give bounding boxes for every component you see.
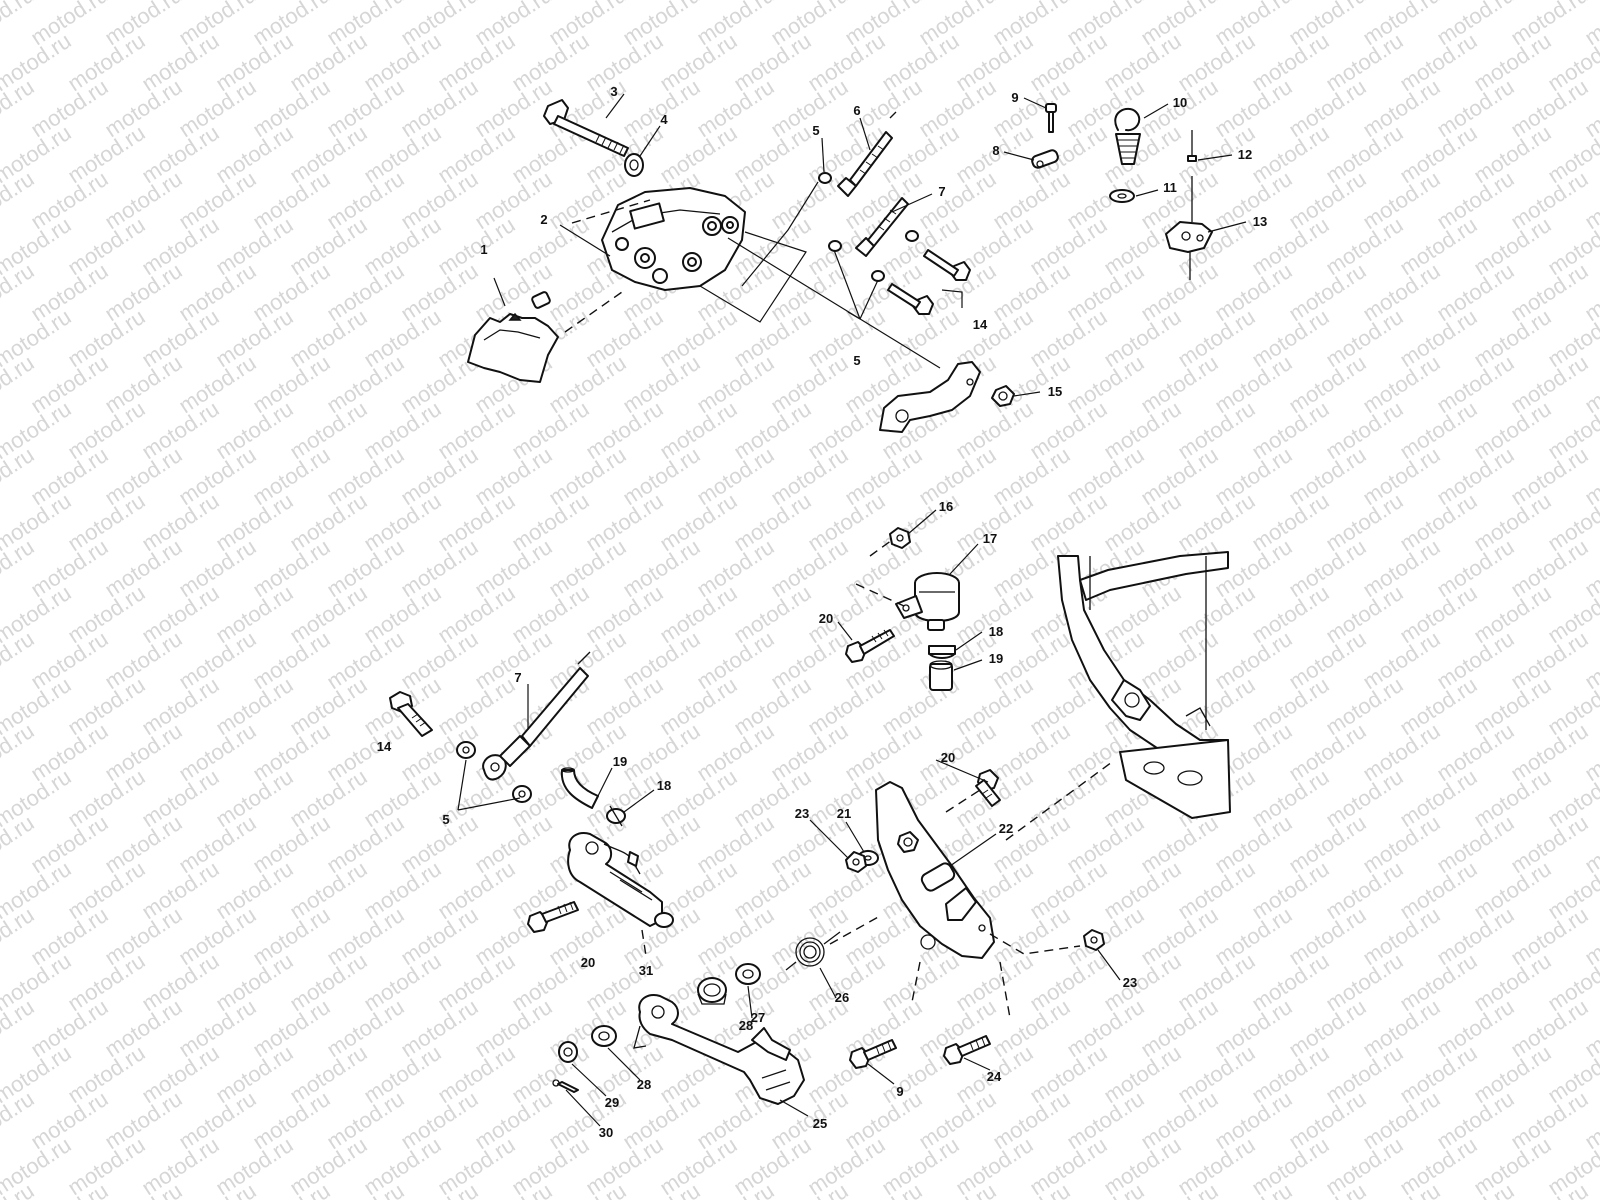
callout-20c: 20 — [581, 955, 595, 970]
callout-5c: 5 — [442, 812, 449, 827]
master-cylinder-31-part — [567, 832, 674, 928]
washer-29-part — [558, 1041, 578, 1063]
top-leader-lines — [493, 181, 963, 369]
callout-8: 8 — [992, 143, 999, 158]
brake-hose-7-bottom-part — [482, 651, 591, 781]
callout-9b: 9 — [896, 1084, 903, 1099]
bolt-24-part — [943, 1035, 991, 1065]
bracket-13-part — [1165, 176, 1213, 280]
bolt-20-right-part — [975, 769, 1001, 807]
callout-6: 6 — [853, 103, 860, 118]
callout-28b: 28 — [637, 1077, 651, 1092]
callout-1: 1 — [480, 242, 487, 257]
callout-14a: 14 — [973, 317, 988, 332]
brake-hose-7-part — [855, 197, 909, 257]
nut-16-part — [889, 527, 911, 549]
pedal-assembly — [389, 527, 1231, 1105]
caliper-bolt-part — [543, 99, 629, 157]
mount-plate-22-part — [875, 781, 995, 959]
callout-16: 16 — [939, 499, 953, 514]
callout-20a: 20 — [819, 611, 833, 626]
washer-4-part — [624, 153, 644, 177]
push-rivet-10-part — [1114, 107, 1141, 165]
callout-27: 27 — [751, 1010, 765, 1025]
banjo-bolt-14-bottom-part — [389, 691, 433, 737]
callout-28a: 28 — [739, 1018, 753, 1033]
pin-12-part — [1187, 130, 1197, 162]
callout-18a: 18 — [989, 624, 1003, 639]
bushing-28-top-part — [697, 977, 727, 1005]
callout-10: 10 — [1173, 95, 1187, 110]
banjo-bolt-14-top-part — [887, 249, 971, 315]
callout-leaders — [527, 93, 1247, 1127]
washers-5-part — [818, 172, 919, 282]
callout-31: 31 — [639, 963, 653, 978]
cotter-pin-30-part — [552, 1079, 579, 1093]
callout-19a: 19 — [989, 651, 1003, 666]
callout-5b: 5 — [853, 353, 860, 368]
washer-11-part — [1109, 189, 1135, 203]
callout-14b: 14 — [377, 739, 392, 754]
callout-9a: 9 — [1011, 90, 1018, 105]
screw-9-top-part — [1045, 103, 1057, 133]
callout-19b: 19 — [613, 754, 627, 769]
callout-13: 13 — [1253, 214, 1267, 229]
caliper-assembly — [467, 99, 1213, 433]
callout-2: 2 — [540, 212, 547, 227]
return-spring-26-part — [785, 931, 841, 971]
clamp-18-top-part — [928, 645, 956, 659]
callout-17: 17 — [983, 531, 997, 546]
brake-pad-part — [467, 291, 559, 383]
nut-23-right-part — [1083, 929, 1105, 951]
callout-7b: 7 — [514, 670, 521, 685]
nut-23-left-part — [845, 851, 867, 873]
bolt-9-bottom-part — [849, 1039, 897, 1069]
clip-8-part — [1031, 149, 1059, 169]
callout-24: 24 — [987, 1069, 1002, 1084]
caliper-body-part — [601, 187, 746, 291]
callout-23b: 23 — [1123, 975, 1137, 990]
callout-5a: 5 — [812, 123, 819, 138]
washer-28-bottom-part — [591, 1025, 617, 1047]
callout-29: 29 — [605, 1095, 619, 1110]
callout-25: 25 — [813, 1116, 827, 1131]
bolt-20-top-part — [845, 629, 895, 663]
callout-15: 15 — [1048, 384, 1062, 399]
callout-26: 26 — [835, 990, 849, 1005]
clamp-18-bottom-part — [606, 805, 626, 827]
callout-11: 11 — [1163, 180, 1177, 195]
mount-nut-15-part — [991, 385, 1015, 407]
hose-19-top-part — [929, 660, 953, 691]
callout-12: 12 — [1238, 147, 1252, 162]
caliper-bracket-part — [879, 361, 981, 433]
callout-18b: 18 — [657, 778, 671, 793]
callout-30: 30 — [599, 1125, 613, 1140]
frame-section-part — [1057, 551, 1231, 819]
callout-labels: 1 2 3 4 5 6 7 5 14 15 9 8 10 11 12 13 16… — [377, 84, 1267, 1140]
callout-22: 22 — [999, 821, 1013, 836]
callout-20b: 20 — [941, 750, 955, 765]
bolt-20-bottom-part — [527, 901, 579, 933]
callout-7a: 7 — [938, 184, 945, 199]
reservoir-17-part — [895, 572, 960, 631]
brake-pedal-25-part — [633, 994, 805, 1105]
callout-4: 4 — [660, 112, 668, 127]
washer-27-part — [735, 963, 761, 985]
callout-23a: 23 — [795, 806, 809, 821]
callout-3: 3 — [610, 84, 617, 99]
brake-hose-6-part — [837, 111, 897, 197]
bottom-leader-lines — [457, 539, 1113, 1019]
callout-21: 21 — [837, 806, 851, 821]
